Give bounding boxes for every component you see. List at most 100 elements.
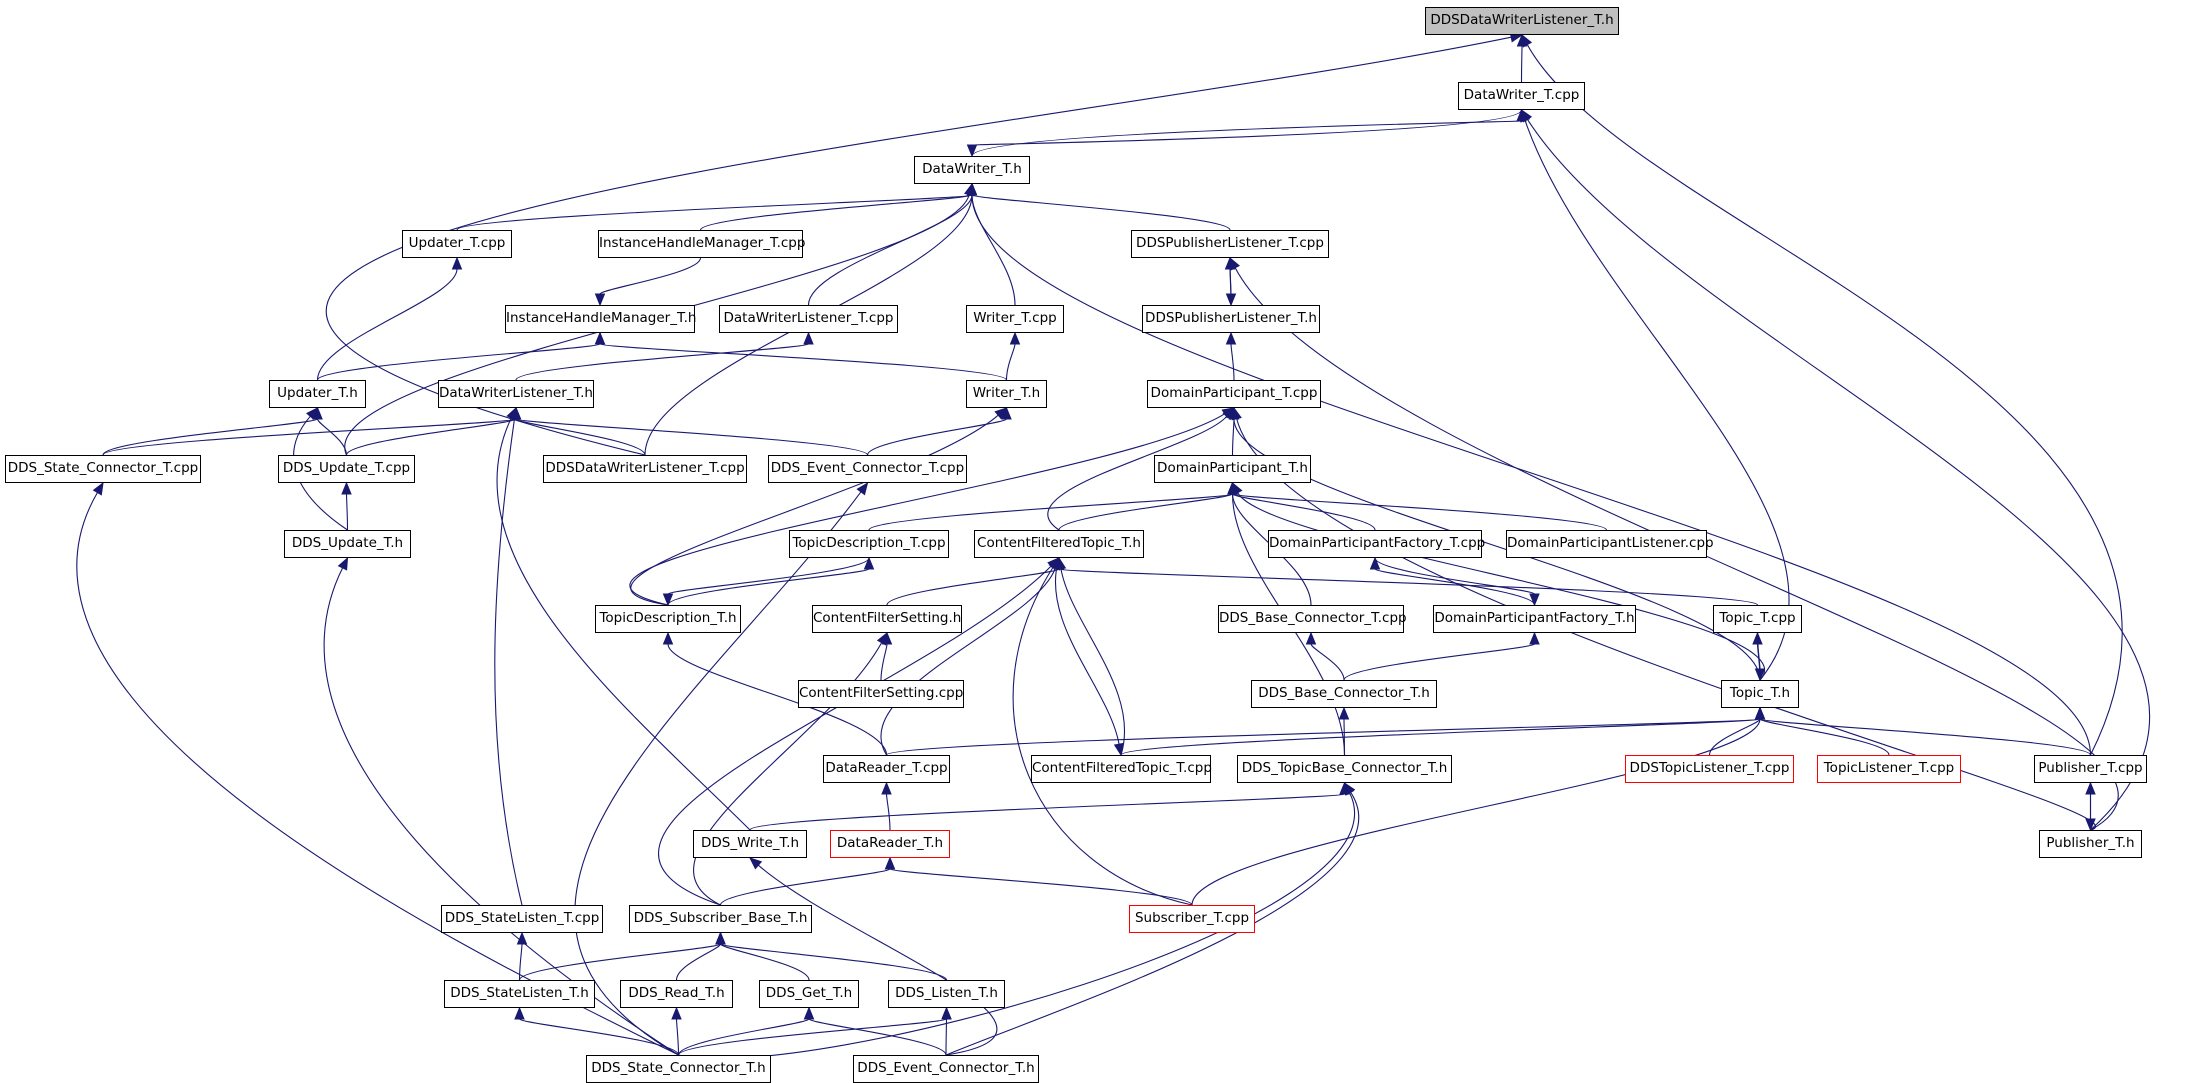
node-ddsupd_h[interactable]: DDS_Update_T.h bbox=[284, 530, 411, 558]
node-dwl_h[interactable]: DataWriterListener_T.h bbox=[438, 380, 594, 408]
edge-dsb_h-to-cft_h bbox=[657, 565, 1052, 906]
edge-arrowhead bbox=[1113, 742, 1125, 757]
node-upd_h[interactable]: Updater_T.h bbox=[269, 380, 366, 408]
node-ddsdwl_cpp[interactable]: DDSDataWriterListener_T.cpp bbox=[543, 455, 747, 483]
node-cft_h[interactable]: ContentFilteredTopic_T.h bbox=[974, 530, 1144, 558]
node-root: DDSDataWriterListener_T.h bbox=[1425, 7, 1619, 35]
edge-writer_h-to-writer_cpp bbox=[1005, 343, 1016, 381]
edge-topic_cpp-to-topic_h bbox=[1756, 632, 1761, 670]
node-dpf_h[interactable]: DomainParticipantFactory_T.h bbox=[1433, 605, 1636, 633]
edge-arrowhead bbox=[662, 631, 674, 645]
edge-arrowhead bbox=[2085, 818, 2096, 832]
edge-pub_h-to-dw_cpp bbox=[1526, 118, 2151, 831]
edge-arrowhead bbox=[1338, 706, 1350, 720]
node-dtbc_h[interactable]: DDS_TopicBase_Connector_T.h bbox=[1237, 755, 1452, 783]
edge-td_h-to-dp_cpp bbox=[629, 413, 1225, 606]
node-tl_cpp[interactable]: TopicListener_T.cpp bbox=[1817, 755, 1961, 783]
node-ihm_h[interactable]: InstanceHandleManager_T.h bbox=[505, 305, 696, 333]
node-writer_h[interactable]: Writer_T.h bbox=[966, 380, 1047, 408]
edge-arrowhead bbox=[941, 1006, 952, 1020]
node-dec_cpp[interactable]: DDS_Event_Connector_T.cpp bbox=[768, 455, 967, 483]
node-dp_cpp[interactable]: DomainParticipant_T.cpp bbox=[1147, 380, 1321, 408]
node-ddspl_h[interactable]: DDSPublisherListener_T.h bbox=[1142, 305, 1320, 333]
node-topic_cpp[interactable]: Topic_T.cpp bbox=[1713, 605, 1802, 633]
edge-dec_h-to-listen_h bbox=[945, 1018, 948, 1056]
node-sl_h[interactable]: DDS_StateListen_T.h bbox=[444, 980, 595, 1008]
node-td_h[interactable]: TopicDescription_T.h bbox=[595, 605, 741, 633]
edge-dsb_h-to-dr_h bbox=[719, 868, 891, 906]
node-writer_cpp[interactable]: Writer_T.cpp bbox=[966, 305, 1064, 333]
edge-dpl_cpp-to-dp_h bbox=[1231, 493, 1608, 531]
node-dw_cpp[interactable]: DataWriter_T.cpp bbox=[1458, 82, 1585, 110]
edge-cft_cpp-to-topic_h bbox=[1120, 718, 1761, 756]
edge-arrowhead bbox=[803, 331, 814, 345]
node-upd_cpp[interactable]: Updater_T.cpp bbox=[402, 230, 512, 258]
edge-dsc_cpp-to-upd_h bbox=[102, 418, 319, 456]
node-dwl_cpp[interactable]: DataWriterListener_T.cpp bbox=[719, 305, 898, 333]
edge-sub_cpp-to-topic_h bbox=[1191, 718, 1761, 906]
node-listen_h[interactable]: DDS_Listen_T.h bbox=[888, 980, 1005, 1008]
node-dsb_h[interactable]: DDS_Subscriber_Base_T.h bbox=[629, 905, 812, 933]
edge-arrowhead bbox=[994, 407, 1008, 420]
edge-sub_cpp-to-dr_h bbox=[889, 868, 1193, 906]
edge-arrowhead bbox=[306, 407, 319, 421]
edge-dwl_h-to-dwl_cpp bbox=[515, 343, 810, 381]
edge-dec_cpp-to-dwl_h bbox=[515, 418, 869, 456]
edge-arrowhead bbox=[803, 1006, 815, 1020]
node-dpf_cpp[interactable]: DomainParticipantFactory_T.cpp bbox=[1268, 530, 1485, 558]
node-dw_h[interactable]: DataWriter_T.h bbox=[914, 156, 1030, 184]
edge-dsc_h-to-listen_h bbox=[677, 1018, 948, 1056]
edge-dsc_h-to-dec_cpp bbox=[574, 491, 862, 1056]
edge-sub_cpp-to-cft_h bbox=[1012, 566, 1193, 906]
node-dsc_h[interactable]: DDS_State_Connector_T.h bbox=[586, 1055, 771, 1083]
node-td_cpp[interactable]: TopicDescription_T.cpp bbox=[789, 530, 949, 558]
node-ddspl_cpp[interactable]: DDSPublisherListener_T.cpp bbox=[1131, 230, 1329, 258]
edge-writer_h-to-ihm_h bbox=[599, 343, 1008, 381]
edge-dbc_h-to-dpf_h bbox=[1343, 643, 1536, 681]
node-pub_h[interactable]: Publisher_T.h bbox=[2039, 830, 2142, 858]
edge-upd_h-to-ihm_h bbox=[316, 343, 601, 381]
edge-sl_cpp-to-dwl_h bbox=[494, 418, 523, 906]
edge-tl_cpp-to-topic_h bbox=[1759, 718, 1890, 756]
node-ihm_cpp[interactable]: InstanceHandleManager_T.cpp bbox=[598, 230, 805, 258]
edge-dpf_cpp-to-dp_h bbox=[1231, 493, 1376, 531]
edge-dec_h-to-get_h bbox=[808, 1018, 947, 1056]
edge-arrowhead bbox=[966, 182, 978, 196]
node-dr_h[interactable]: DataReader_T.h bbox=[830, 830, 950, 858]
edge-dr_cpp-to-td_h bbox=[667, 643, 888, 756]
edge-pub_cpp-to-topic_h bbox=[1759, 718, 2092, 756]
edge-arrowhead bbox=[1305, 631, 1317, 645]
edge-ddsdwl_cpp-to-dwl_h bbox=[515, 418, 646, 456]
node-dpl_cpp[interactable]: DomainParticipantListener.cpp bbox=[1506, 530, 1714, 558]
node-dsc_cpp[interactable]: DDS_State_Connector_T.cpp bbox=[5, 455, 201, 483]
edge-arrowhead bbox=[514, 1006, 525, 1020]
node-topic_h[interactable]: Topic_T.h bbox=[1721, 680, 1799, 708]
edge-arrowhead bbox=[1754, 668, 1766, 682]
edge-dw_cpp-to-dw_h bbox=[971, 109, 1523, 146]
edge-arrowhead bbox=[884, 856, 896, 870]
node-dp_h[interactable]: DomainParticipant_T.h bbox=[1154, 455, 1311, 483]
node-pub_cpp[interactable]: Publisher_T.cpp bbox=[2034, 755, 2147, 783]
edge-get_h-to-dsb_h bbox=[719, 943, 810, 981]
node-ddsupd_cpp[interactable]: DDS_Update_T.cpp bbox=[278, 455, 415, 483]
node-sub_cpp[interactable]: Subscriber_T.cpp bbox=[1129, 905, 1255, 933]
edge-arrowhead bbox=[1229, 256, 1241, 271]
edge-pub_cpp-to-dw_h bbox=[971, 194, 2092, 756]
node-cft_cpp[interactable]: ContentFilteredTopic_T.cpp bbox=[1031, 755, 1212, 783]
node-ddstl_cpp[interactable]: DDSTopicListener_T.cpp bbox=[1625, 755, 1794, 783]
node-dr_cpp[interactable]: DataReader_T.cpp bbox=[823, 755, 950, 783]
node-cfs_h[interactable]: ContentFilterSetting.h bbox=[812, 605, 962, 633]
node-sl_cpp[interactable]: DDS_StateListen_T.cpp bbox=[441, 905, 603, 933]
node-get_h[interactable]: DDS_Get_T.h bbox=[759, 980, 859, 1008]
node-dbc_h[interactable]: DDS_Base_Connector_T.h bbox=[1251, 680, 1437, 708]
node-dbc_cpp[interactable]: DDS_Base_Connector_T.cpp bbox=[1218, 605, 1407, 633]
node-dec_h[interactable]: DDS_Event_Connector_T.h bbox=[853, 1055, 1039, 1083]
node-write_h[interactable]: DDS_Write_T.h bbox=[693, 830, 807, 858]
edge-td_cpp-to-td_h bbox=[667, 557, 870, 595]
edge-upd_cpp-to-dw_h bbox=[456, 194, 973, 231]
node-cfs_cpp[interactable]: ContentFilterSetting.cpp bbox=[798, 680, 964, 708]
edge-arrowhead bbox=[594, 331, 606, 345]
edge-sl_h-to-dsb_h bbox=[518, 943, 722, 981]
node-read_h[interactable]: DDS_Read_T.h bbox=[620, 980, 733, 1008]
